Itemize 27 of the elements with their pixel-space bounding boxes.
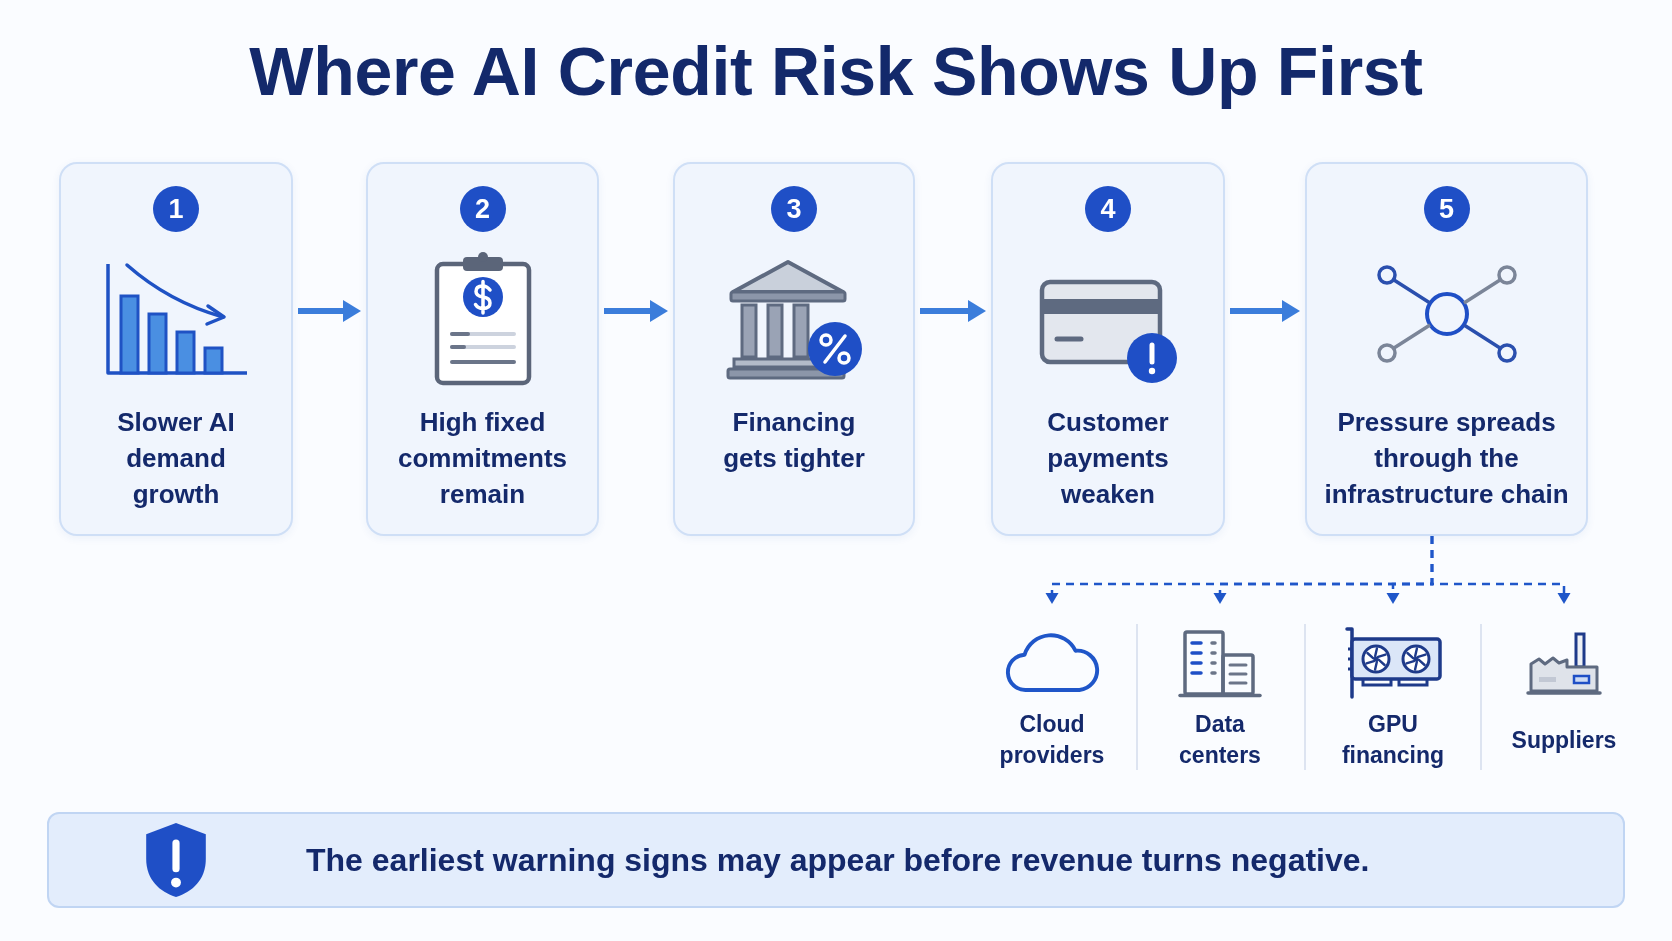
- arrow: [920, 300, 986, 322]
- step-card: [673, 162, 915, 536]
- step-label: Financing gets tighter: [722, 406, 866, 475]
- step-card: [59, 162, 293, 536]
- step-number: 4: [1085, 186, 1131, 232]
- step-number: 2: [459, 186, 506, 232]
- dashed-arrow: [1430, 536, 1571, 604]
- category-label: Data centers: [1178, 710, 1262, 770]
- arrow: [1230, 300, 1300, 322]
- category-label: Cloud providers: [998, 710, 1106, 770]
- step-label: Pressure spreads through the infrastructure chain: [1323, 406, 1570, 511]
- step-card: [991, 162, 1225, 536]
- category-label: Suppliers: [1511, 725, 1617, 755]
- step-label: High fixed commitments remain: [396, 406, 568, 511]
- category-label: GPU financing: [1340, 710, 1446, 770]
- arrow: [298, 300, 361, 322]
- step-number: 3: [771, 186, 817, 232]
- step-card: [366, 162, 599, 536]
- step-number: 5: [1423, 186, 1470, 232]
- arrow: [604, 300, 668, 322]
- step-card: [1305, 162, 1588, 536]
- callout-text: The earliest warning signs may appear before revenue turns negative.: [306, 841, 1370, 880]
- step-label: Customer payments weaken: [1046, 406, 1170, 511]
- step-number: 1: [153, 186, 199, 232]
- title: Where AI Credit Risk Shows Up First: [249, 32, 1423, 111]
- callout-banner: [47, 812, 1625, 908]
- step-label: Slower AI demand growth: [116, 406, 236, 511]
